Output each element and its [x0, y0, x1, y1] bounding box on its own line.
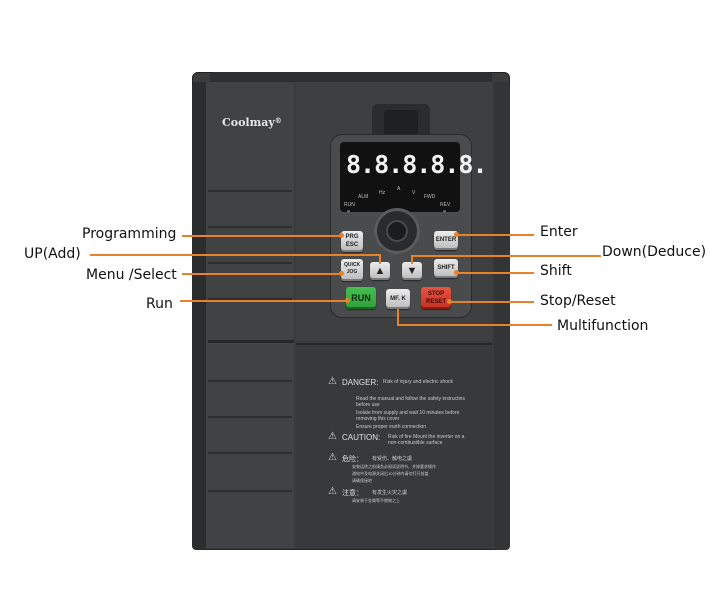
right-edge-panel — [494, 82, 510, 550]
danger-bullet-3: Ensure proper earth connection — [356, 424, 427, 430]
enter-key[interactable]: ENTER — [434, 231, 458, 250]
danger-icon: ⚠ — [328, 376, 337, 387]
wire-multifunction — [397, 324, 552, 326]
indicator-alm: ALM — [358, 194, 369, 200]
up-key[interactable]: ▲ — [370, 262, 390, 280]
run-key[interactable]: RUN — [346, 287, 376, 309]
mf-k-key[interactable]: MF. K — [386, 289, 410, 309]
wire-multifunction-drop — [397, 309, 399, 325]
wire-dot-shift — [454, 270, 459, 275]
prg-esc-key[interactable]: PRG ESC — [341, 231, 363, 252]
cn-danger-icon: ⚠ — [328, 452, 337, 463]
indicator-a: A — [397, 186, 401, 192]
cn-danger-bullet-1: 安装运转之前请务必阅读说明书，并按要求操作 — [352, 464, 436, 469]
wire-dot-run — [345, 298, 350, 303]
stop-label: STOP — [427, 291, 445, 297]
wire-down-deduce — [411, 255, 601, 257]
top-trim — [210, 72, 492, 82]
enter-label: ENTER — [435, 237, 457, 243]
cable-handle-inner — [384, 110, 418, 138]
cn-danger-bullet-3: 请确保接地 — [352, 478, 372, 483]
left-rib-panel — [206, 82, 294, 548]
led-readout: 8.8.8.8.8. — [346, 150, 488, 179]
shift-key[interactable]: SHIFT — [434, 259, 458, 278]
wire-enter — [456, 234, 534, 236]
led-dot-rev — [443, 210, 446, 213]
callout-run: Run — [146, 296, 173, 312]
indicator-run: RUN — [344, 202, 355, 208]
brand-logo-text: Coolmay — [222, 116, 275, 129]
down-key[interactable]: ▼ — [402, 262, 422, 280]
wire-dot-stop-reset — [447, 299, 452, 304]
wire-up-add — [90, 254, 380, 256]
rib-6 — [208, 380, 292, 382]
quick-label: QUICK — [343, 262, 361, 268]
rib-3 — [208, 262, 292, 264]
cn-caution-icon: ⚠ — [328, 486, 337, 497]
danger-title: DANGER: — [342, 378, 379, 387]
rib-2 — [208, 226, 292, 228]
callout-stop-reset: Stop/Reset — [540, 293, 616, 309]
run-label: RUN — [351, 293, 371, 303]
rib-4 — [208, 298, 292, 300]
wire-programming — [182, 235, 342, 237]
wire-dot-enter — [454, 232, 459, 237]
registered-mark: ® — [274, 116, 282, 125]
indicator-rev: REV — [440, 202, 451, 208]
stop-reset-key[interactable]: STOP RESET — [421, 287, 451, 309]
reset-label: RESET — [425, 299, 446, 305]
danger-bullet-1: Read the manual and follow the safety in… — [356, 396, 465, 408]
callout-programming: Programming — [82, 226, 177, 242]
caution-text: Risk of fire Mount the inverter on a non… — [388, 434, 465, 446]
cn-caution-bullet-1: 请安装于金属等不燃物之上 — [352, 498, 400, 503]
mf-k-label: MF. K — [390, 296, 406, 302]
rib-7 — [208, 416, 292, 418]
callout-down-deduce: Down(Deduce) — [602, 244, 707, 260]
danger-text: Risk of injury and electric shock — [383, 379, 454, 385]
cn-danger-title: 危险： — [342, 456, 363, 463]
down-arrow-icon: ▼ — [406, 265, 418, 277]
quick-jog-key[interactable]: QUICK JOG — [341, 259, 363, 281]
wire-up-add-drop — [379, 254, 381, 264]
led-dot-run — [347, 210, 350, 213]
jog-label: JOG — [346, 269, 358, 275]
rib-5 — [208, 340, 294, 343]
up-arrow-icon: ▲ — [374, 265, 386, 277]
wire-dot-menu-select — [339, 271, 344, 276]
brand-logo: Coolmay® — [222, 116, 282, 129]
wire-shift — [456, 272, 534, 274]
led-display — [340, 142, 460, 212]
indicator-hz: Hz — [379, 190, 386, 196]
danger-bullet-2: Isolate from supply and wait 10 minutes … — [356, 410, 460, 422]
caution-icon: ⚠ — [328, 431, 337, 442]
rib-9 — [208, 490, 292, 492]
cn-danger-text: 有受伤、触电之虞 — [372, 456, 413, 462]
shift-label: SHIFT — [437, 265, 455, 271]
cn-danger-bullet-2: 通电中及电源关闭后10分钟内请勿打开前盖 — [352, 471, 429, 476]
esc-label: ESC — [345, 242, 359, 248]
wire-down-deduce-drop — [411, 255, 413, 264]
wire-run — [180, 300, 348, 302]
prg-label: PRG — [345, 234, 359, 240]
callout-enter: Enter — [540, 224, 578, 240]
callout-multifunction: Multifunction — [557, 318, 649, 334]
left-vent-panel — [192, 82, 206, 550]
rib-8 — [208, 452, 292, 454]
wire-stop-reset — [449, 301, 534, 303]
lower-cover-panel — [296, 343, 492, 549]
rib-1 — [208, 190, 292, 192]
callout-up-add: UP(Add) — [24, 246, 81, 262]
caution-title: CAUTION: — [342, 433, 381, 442]
wire-dot-programming — [339, 233, 344, 238]
rotary-knob-center[interactable] — [386, 220, 408, 242]
callout-menu-select: Menu /Select — [86, 267, 177, 283]
callout-shift: Shift — [540, 263, 572, 279]
indicator-fwd: FWD — [424, 194, 436, 200]
wire-menu-select — [182, 273, 342, 275]
indicator-v: V — [412, 190, 416, 196]
cn-caution-text: 有发生火灾之虞 — [372, 490, 408, 496]
cn-caution-title: 注意： — [342, 490, 363, 497]
